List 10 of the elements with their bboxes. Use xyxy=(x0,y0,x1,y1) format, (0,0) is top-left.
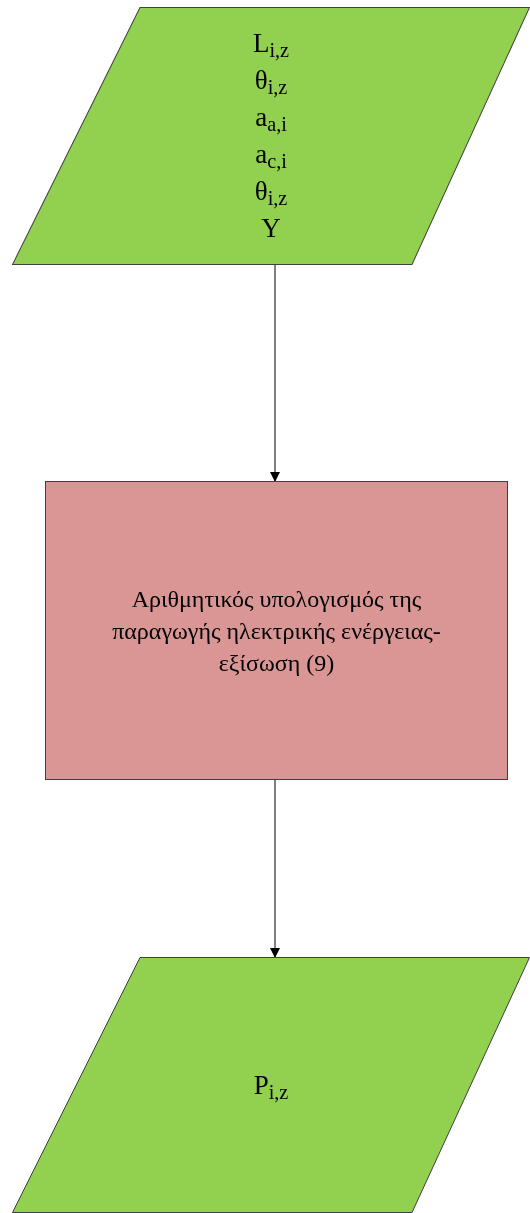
variable-label: θ$_{i,z}$ xyxy=(254,175,288,210)
variable-label: a$_{c,i}$ xyxy=(255,138,287,173)
variable-label: P$_{i,z}$ xyxy=(253,1068,289,1104)
variable-label: a$_{a,i}$ xyxy=(255,101,287,136)
process-text: Αριθμητικός υπολογισμός της παραγωγής ηλεκτρικής ενέργειας-εξίσωση (9) xyxy=(111,584,442,678)
arrow xyxy=(270,779,280,958)
variable-label: L$_{i,z}$ xyxy=(252,27,290,62)
variable-label: Y xyxy=(261,212,281,245)
arrow xyxy=(270,264,280,482)
variable-label: θ$_{i,z}$ xyxy=(254,64,288,99)
